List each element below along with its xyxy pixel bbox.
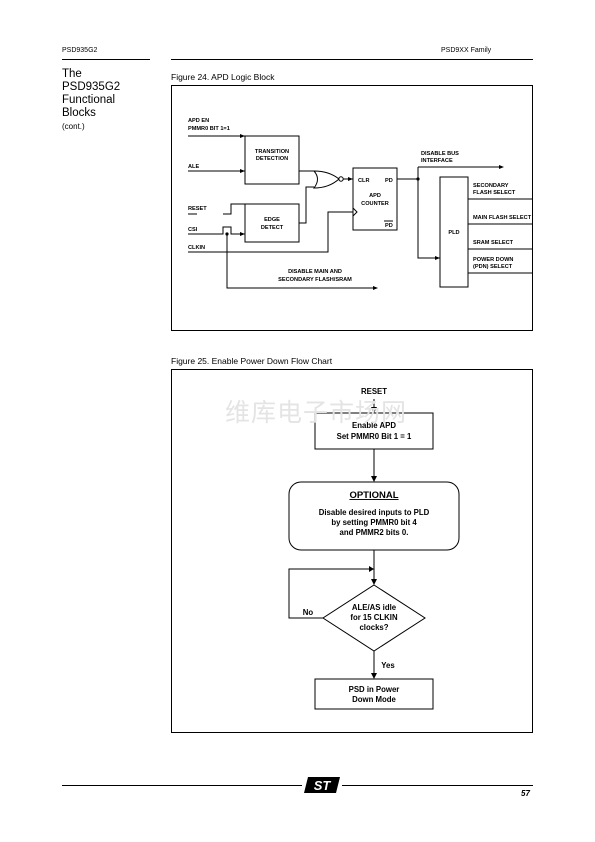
section-title-line: The: [62, 68, 82, 80]
label-ale: ALE: [188, 164, 199, 170]
flow-final-1: PSD in Power: [349, 685, 400, 694]
transition-detection-box: [244, 135, 300, 185]
watermark: 维库电子市场网: [224, 398, 407, 427]
clock-symbol: [352, 207, 358, 217]
label-main-flash: MAIN FLASH SELECT: [473, 215, 532, 221]
label-flash-select: FLASH SELECT: [473, 190, 516, 196]
arrow-to-decision: [371, 579, 377, 585]
junction-pd: [416, 177, 420, 181]
reset-waveform: [223, 203, 245, 215]
no-loop-line: [288, 568, 374, 619]
disable-main-line: [226, 234, 374, 289]
apd-logic-diagram: APD EN PMMR0 BIT 1=1 ALE RESET CSI CLKIN…: [188, 118, 532, 290]
label-clkin: CLKIN: [188, 245, 205, 251]
flow-no: No: [303, 608, 314, 617]
arrow-disable-bus: [499, 165, 504, 169]
edge-out-line: [299, 186, 314, 224]
header-right: PSD9XX Family: [441, 47, 492, 54]
clkin-line: [188, 211, 353, 253]
arrow-ale: [240, 169, 245, 173]
label-secondary-flash-sram: SECONDARY FLASH/SRAM: [278, 277, 352, 283]
label-apd-en: APD EN: [188, 118, 209, 124]
flow-reset: RESET: [361, 387, 387, 396]
arrow-to-final: [371, 673, 377, 679]
label-disable-bus: DISABLE BUS: [421, 151, 459, 157]
arrow-apd-en: [240, 134, 245, 138]
final-box: [314, 678, 434, 710]
label-detect: DETECT: [261, 225, 284, 231]
label-reset: RESET: [188, 206, 207, 212]
flow-opt-1: Disable desired inputs to PLD: [319, 508, 430, 517]
label-interface: INTERFACE: [421, 158, 453, 164]
junction-csi: [225, 232, 229, 236]
arrow-disable-main: [373, 286, 378, 290]
apd-counter-box: [352, 167, 398, 231]
arrow-clr: [348, 177, 353, 181]
section-title-line: PSD935G2: [62, 81, 121, 93]
edge-detect-box: [244, 203, 300, 243]
section-title-line: Functional: [62, 94, 116, 106]
header-left: PSD935G2: [62, 47, 98, 54]
label-pmmr0: PMMR0 BIT 1=1: [188, 126, 230, 132]
power-down-flowchart: RESET Enable APD Set PMMR0 Bit 1 = 1 OPT…: [288, 387, 460, 710]
label-transition: TRANSITION: [255, 149, 289, 155]
label-apd: APD: [369, 193, 381, 199]
flow-dec-2: for 15 CLKIN: [350, 613, 398, 622]
label-csi: CSI: [188, 227, 198, 233]
header-rule-left: [62, 59, 150, 60]
label-detection: DETECTION: [256, 156, 288, 162]
flow-dec-3: clocks?: [359, 623, 388, 632]
label-pd: PD: [385, 178, 393, 184]
arrow-pld: [435, 256, 440, 260]
flow-enable-2: Set PMMR0 Bit 1 = 1: [337, 432, 412, 441]
pd-out-line: [397, 178, 440, 259]
label-pdn-select: (PDN) SELECT: [473, 264, 513, 270]
section-title: The PSD935G2 Functional Blocks (cont.): [62, 68, 142, 133]
arrow-to-enable: [371, 407, 377, 413]
arrow-to-optional: [371, 476, 377, 482]
flow-yes: Yes: [381, 661, 395, 670]
csi-line: [188, 226, 245, 235]
st-logo-text: ST: [314, 778, 332, 793]
label-pd-bar: PD: [385, 223, 393, 229]
arrow-csi: [240, 232, 245, 236]
label-secondary: SECONDARY: [473, 183, 509, 189]
label-power-down: POWER DOWN: [473, 257, 513, 263]
label-clr: CLR: [358, 178, 370, 184]
page-number: 57: [521, 789, 530, 798]
flow-final-2: Down Mode: [352, 695, 396, 704]
figure-25-frame: RESET Enable APD Set PMMR0 Bit 1 = 1 OPT…: [171, 369, 533, 733]
label-disable-main: DISABLE MAIN AND: [288, 269, 342, 275]
st-logo-icon: ST: [304, 777, 340, 793]
header-rule-right: [171, 59, 533, 60]
figure-24-caption: Figure 24. APD Logic Block: [171, 72, 275, 82]
flow-dec-1: ALE/AS idle: [352, 603, 397, 612]
pld-box: [439, 176, 469, 288]
label-sram: SRAM SELECT: [473, 240, 514, 246]
arrow-loop: [369, 566, 374, 572]
flow-opt-2: by setting PMMR0 bit 4: [331, 518, 417, 527]
flow-enable-1: Enable APD: [352, 421, 396, 430]
label-pld: PLD: [448, 230, 459, 236]
section-cont: (cont.): [62, 122, 85, 131]
label-counter: COUNTER: [361, 201, 389, 207]
st-logo: ST: [302, 775, 342, 795]
figure-24-frame: APD EN PMMR0 BIT 1=1 ALE RESET CSI CLKIN…: [171, 85, 533, 331]
footer-rule-right: [342, 785, 533, 786]
flow-optional: OPTIONAL: [349, 490, 398, 501]
flow-opt-3: and PMMR2 bits 0.: [340, 528, 409, 537]
label-edge: EDGE: [264, 217, 280, 223]
figure-25-caption: Figure 25. Enable Power Down Flow Chart: [171, 356, 333, 366]
nor-gate: [312, 170, 340, 189]
section-title-line: Blocks: [62, 107, 96, 119]
footer-rule-left: [62, 785, 302, 786]
